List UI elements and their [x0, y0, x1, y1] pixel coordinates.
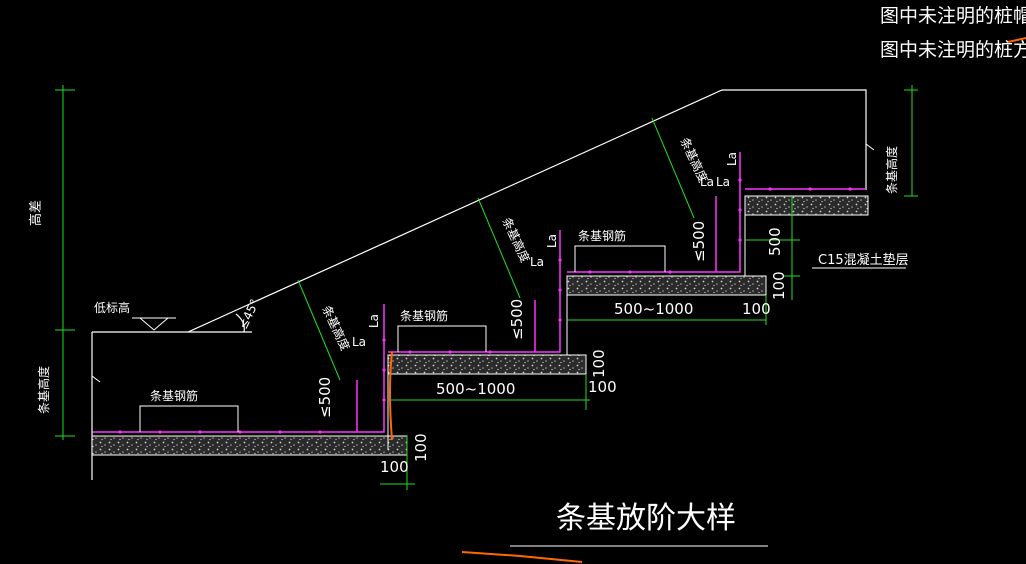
dim-100-side-3: 100: [770, 271, 788, 300]
rebar-lines: [92, 152, 866, 433]
step-range-label-1: 500~1000: [436, 380, 515, 398]
la-label-2b: La: [530, 255, 544, 269]
height-diff-label: 高差: [28, 200, 44, 226]
la-label-1b: La: [352, 335, 366, 349]
strip-beams: [91, 215, 746, 450]
la-label-1: La: [367, 314, 381, 328]
low-elevation-label: 低标高: [94, 300, 130, 315]
strip-height-label-right: 条基高度: [884, 146, 899, 194]
strip-rebar-label-1: 条基钢筋: [150, 388, 198, 403]
strip-height-label-left: 条基高度: [36, 366, 51, 414]
dim-100-step-2: 100: [742, 300, 771, 318]
dim-100-side-1: 100: [412, 433, 430, 462]
la-label-3: La: [725, 152, 739, 166]
c15-label: C15混凝土垫层: [818, 252, 909, 268]
dim-100-bottom: 100: [380, 458, 409, 476]
la-label-3b: La: [700, 175, 714, 189]
dim-500-label: 500: [766, 227, 784, 256]
dim-100-side-2: 100: [590, 349, 608, 378]
note-line-1: 图中未注明的桩帽: [880, 5, 1026, 27]
strip-height-label-step1: 条基高度: [319, 303, 353, 353]
rebar-dots: [118, 178, 852, 434]
strip-height-label-step2: 条基高度: [499, 215, 533, 265]
note-line-2: 图中未注明的桩方: [880, 39, 1026, 61]
drawing-title: 条基放阶大样: [556, 501, 736, 536]
strip-rebar-label-2: 条基钢筋: [400, 308, 448, 323]
max500-label-2: ≤500: [508, 299, 526, 340]
angle-label: ≤45°: [236, 297, 262, 331]
la-label-3c: La: [716, 175, 730, 189]
max500-label-1: ≤500: [316, 377, 334, 418]
step-range-label-2: 500~1000: [614, 300, 693, 318]
strip-rebar-label-3: 条基钢筋: [578, 228, 626, 243]
elevation-marker: [91, 143, 875, 383]
dim-100-step-1: 100: [588, 378, 617, 396]
max500-label-3: ≤500: [690, 221, 708, 262]
dimension-lines: [55, 85, 918, 490]
markup-strokes: [389, 37, 1026, 563]
la-label-2: La: [545, 234, 559, 248]
concrete-pads: [91, 195, 869, 456]
